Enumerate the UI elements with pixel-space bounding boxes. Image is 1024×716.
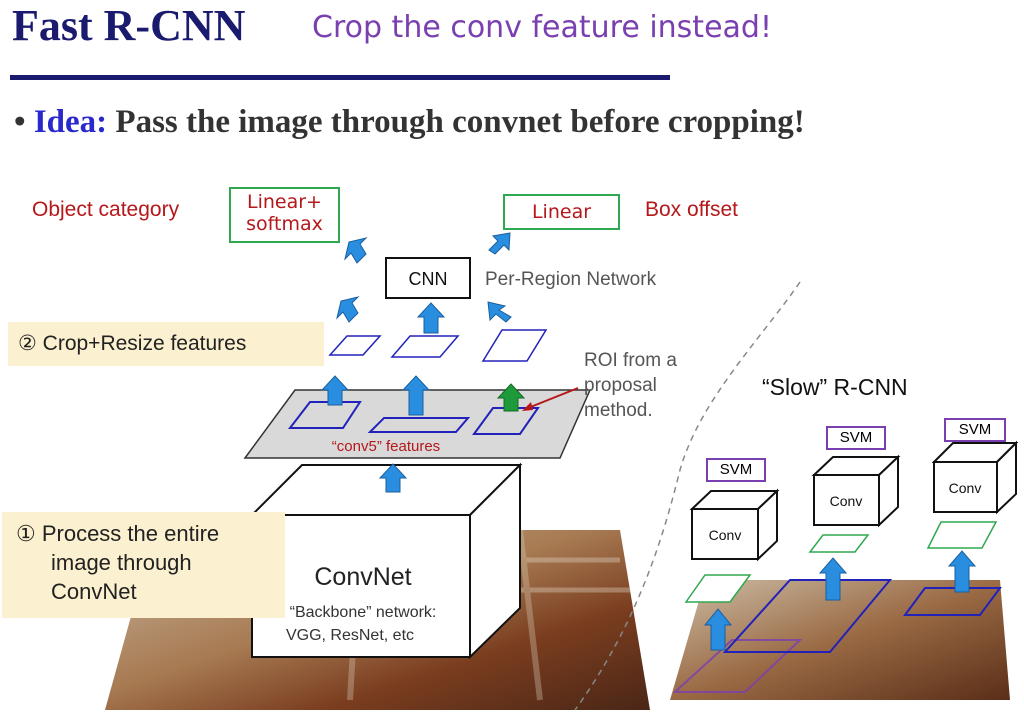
title-underline [10,75,670,80]
linear-softmax-box: Linear+ softmax [229,187,340,243]
cnn-box [385,257,471,299]
svm-box-3: SVM [944,418,1006,442]
crop-feature-3 [481,329,548,362]
slow-roi-3 [903,587,1002,616]
slow-arrow-3 [947,550,977,593]
idea-label: Idea: [33,104,108,140]
roi-label-line3: method. [584,400,653,421]
process-callout: ① Process the entire image through ConvN… [2,512,285,618]
slow-conv-cube-2 [811,454,901,528]
roi-label-line2: proposal [584,375,657,396]
slow-crop-2 [808,534,870,553]
arrow-to-linear-softmax [344,237,368,264]
convnet-label: ConvNet [314,563,411,591]
linear-softmax-line2: softmax [246,213,323,235]
process-line1: ① Process the entire [16,521,220,546]
cnn-label: CNN [409,269,448,289]
process-line3: ConvNet [51,579,137,604]
roi-pointer [527,387,579,409]
slow-roi-2 [722,579,893,653]
slow-conv-cube-1 [689,488,780,562]
arrow-roi2-up [401,375,431,416]
crop-feature-1 [328,335,382,356]
roi-box-3 [472,407,540,435]
roi-pointer-head [522,402,533,411]
svm-box-2: SVM [826,426,886,450]
arrow-crop1-up [336,296,360,323]
crop-resize-callout: ② Crop+Resize features [8,322,324,366]
arrow-crop2-up [416,302,446,334]
per-region-network-label: Per-Region Network [485,269,657,290]
slow-crop-3 [926,521,998,549]
backbone-label-line1: “Backbone” network: [290,604,437,621]
slide-subtitle: Crop the conv feature instead! [312,10,772,45]
slow-arrow-1 [703,608,733,651]
roi-label-line1: ROI from a [584,350,677,371]
arrow-roi1-up [320,375,350,406]
roi-box-2 [367,417,471,433]
arrow-convnet-up [378,463,408,493]
object-category-label: Object category [32,198,180,221]
slow-conv-cube-3 [931,440,1019,515]
linear-box: Linear [503,194,620,230]
idea-text: Pass the image through convnet before cr… [115,104,805,140]
slow-conv-label-1: Conv [709,527,742,543]
slow-conv-label-2: Conv [830,493,863,509]
backbone-label-line2: VGG, ResNet, etc [286,627,414,644]
convnet-front-face [251,514,471,658]
roi-label: ROI from a proposal method. [584,348,677,423]
arrow-crop3-up [487,301,512,323]
idea-bullet: • Idea: Pass the image through convnet b… [14,104,805,140]
conv5-features-label: “conv5” features [332,438,440,455]
dashed-separator [574,281,801,711]
roi-box-1 [287,401,362,429]
process-line2: image through [51,550,192,575]
slow-conv-label-3: Conv [949,480,982,496]
blue-arrows [320,232,512,493]
svm-box-1: SVM [706,458,766,482]
box-offset-label: Box offset [645,198,739,221]
slow-arrow-2 [818,557,848,601]
linear-softmax-line1: Linear+ [247,191,322,213]
slow-roi-1 [672,639,803,693]
slide-title: Fast R-CNN [12,1,246,50]
slow-rcnn-title: “Slow” R-CNN [762,374,908,400]
slow-blue-arrows [703,550,977,651]
crop-feature-2 [390,335,460,358]
roi-green-arrow [496,383,526,412]
slow-crop-1 [684,574,752,603]
arrow-to-linear [488,232,511,255]
